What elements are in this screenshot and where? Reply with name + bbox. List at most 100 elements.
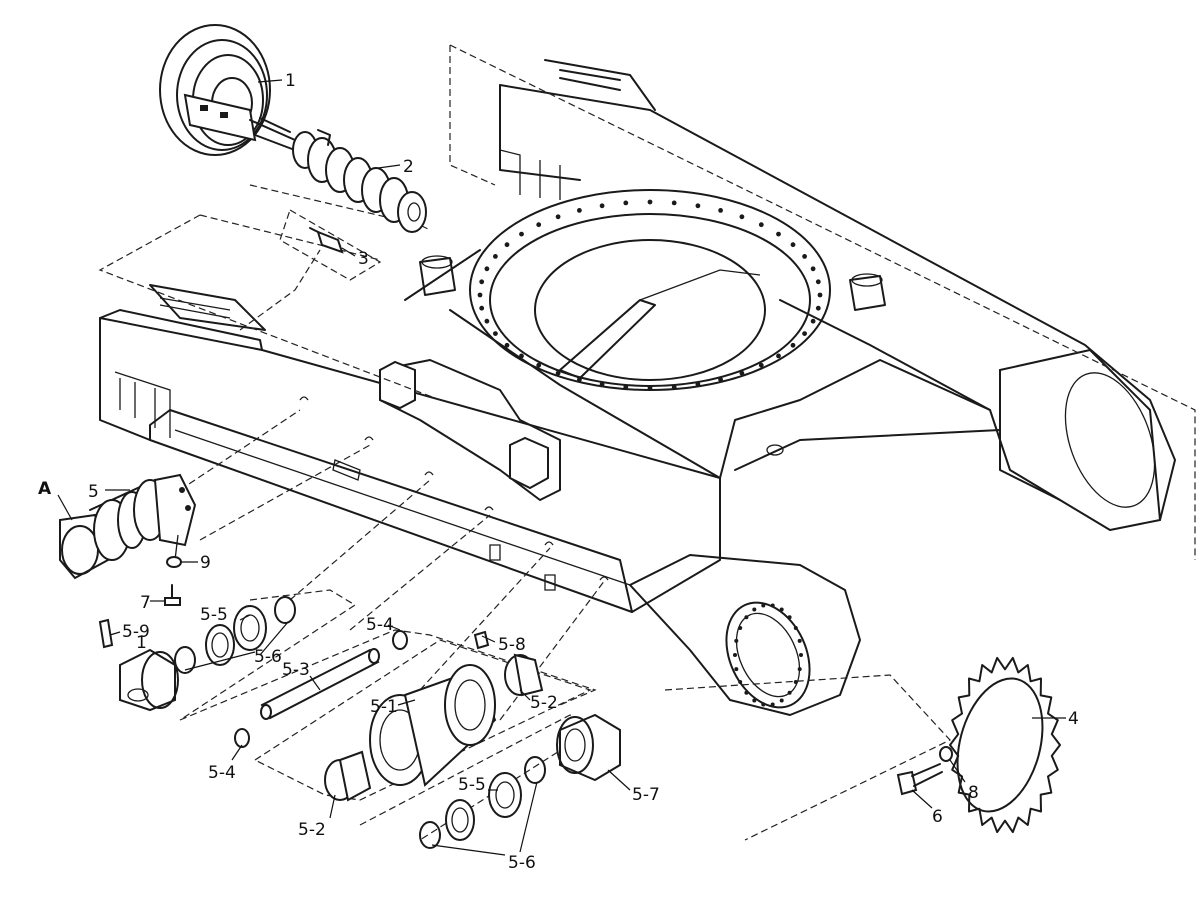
ring-bolt-hole <box>536 362 542 368</box>
ring-bolt-hole <box>479 279 485 285</box>
callout-1: 1 <box>285 71 296 91</box>
callout-7: 7 <box>140 593 151 613</box>
callout-labels: 1 2 3 4 5 6 7 8 9 A 5-1 5-2 5-2 5-3 5-4 … <box>38 71 1079 873</box>
end-block-bolt-hole <box>761 603 766 608</box>
bolt-and-washer-icon <box>896 746 953 796</box>
callout-5-4-left: 5-4 <box>208 763 236 783</box>
exploded-roller-parts <box>119 596 621 849</box>
track-roller-icon <box>59 473 197 580</box>
ring-bolt-hole <box>647 385 653 391</box>
callout-8: 8 <box>968 783 979 803</box>
end-block-bolt-hole <box>734 638 739 643</box>
small-hardware-icon <box>98 556 182 649</box>
ring-bolt-hole <box>599 381 605 387</box>
ring-bolt-hole <box>718 208 723 213</box>
end-block-bolt-hole <box>733 653 737 657</box>
callout-5-1: 5-1 <box>370 697 398 717</box>
ring-bolt-hole <box>519 353 524 359</box>
ring-bolt-hole <box>671 200 677 206</box>
callout-5-2-left: 5-2 <box>298 820 326 840</box>
leader-lines <box>57 79 1066 856</box>
ring-bolt-hole <box>695 381 701 387</box>
end-block-bolt-hole <box>797 638 802 643</box>
end-block-bolt-hole <box>752 698 757 703</box>
callout-5-7: 5-7 <box>632 785 660 805</box>
ring-bolt-hole <box>758 222 764 228</box>
end-block-bolt-hole <box>779 698 784 703</box>
end-block-bolt-hole <box>738 680 743 684</box>
callout-6: 6 <box>932 807 943 827</box>
ring-bolt-hole <box>484 266 490 272</box>
grease-fitting-icon <box>309 227 344 254</box>
callout-5-9: 5-9 <box>122 622 150 642</box>
idler-wheel-icon <box>159 24 301 156</box>
end-block-bolt-hole <box>770 702 775 707</box>
ring-bolt-hole <box>739 370 745 376</box>
ring-bolt-hole <box>479 305 485 311</box>
ring-bolt-hole <box>577 208 582 213</box>
ring-bolt-hole <box>776 231 781 237</box>
callout-3: 3 <box>358 249 369 269</box>
ring-bolt-hole <box>555 214 561 220</box>
ring-bolt-hole <box>810 266 816 272</box>
ring-bolt-hole <box>739 214 745 220</box>
ring-bolt-hole <box>810 318 816 324</box>
ring-bolt-hole <box>536 222 542 228</box>
callout-A: A <box>38 479 52 499</box>
ring-bolt-hole <box>776 353 781 359</box>
ring-bolt-hole <box>504 342 510 348</box>
recoil-spring-icon <box>259 117 427 233</box>
ring-bolt-hole <box>802 331 807 336</box>
ring-bolt-hole <box>817 292 823 298</box>
ring-bolt-hole <box>493 331 498 336</box>
frame-dowel-pins <box>299 396 609 591</box>
callout-5-8: 5-8 <box>498 635 526 655</box>
track-frame-icon <box>99 59 1176 716</box>
end-block-bolt-hole <box>734 667 739 672</box>
end-block-bolt-hole <box>738 626 743 630</box>
ring-bolt-hole <box>599 203 605 209</box>
callout-5-5-bottom: 5-5 <box>458 775 486 795</box>
end-block-bolt-hole <box>779 607 784 612</box>
ring-bolt-hole <box>802 254 807 259</box>
ring-bolt-hole <box>623 200 629 206</box>
ring-bolt-hole <box>477 292 483 298</box>
end-block-bolt-hole <box>744 690 749 695</box>
end-block-bolt-hole <box>770 603 775 608</box>
callout-5-3: 5-3 <box>282 660 310 680</box>
end-block-bolt-hole <box>787 690 792 695</box>
ring-bolt-hole <box>504 242 510 248</box>
ring-bolt-holes <box>477 199 823 707</box>
callout-5-4-top: 5-4 <box>366 615 394 635</box>
callout-4: 4 <box>1068 709 1079 729</box>
callout-2: 2 <box>403 157 414 177</box>
ring-bolt-hole <box>623 384 629 390</box>
ring-bolt-hole <box>493 254 498 259</box>
end-block-bolt-hole <box>787 615 792 620</box>
ring-bolt-hole <box>815 279 821 285</box>
callout-5-5-top: 5-5 <box>200 605 228 625</box>
dashed-guide-lines <box>98 44 1196 841</box>
callout-5-2-right: 5-2 <box>530 693 558 713</box>
ring-bolt-hole <box>577 377 582 382</box>
ring-bolt-hole <box>484 318 490 324</box>
end-block-bolt-hole <box>744 615 749 620</box>
end-block-bolt-hole <box>752 607 757 612</box>
ring-bolt-hole <box>671 384 677 390</box>
ring-bolt-hole <box>790 342 796 348</box>
end-block-bolt-hole <box>797 667 802 672</box>
callout-1-small: 1 <box>136 633 147 653</box>
callout-5-6-bottom: 5-6 <box>508 853 536 873</box>
end-block-bolt-hole <box>793 626 798 630</box>
ring-bolt-hole <box>718 377 723 382</box>
callout-5: 5 <box>88 482 99 502</box>
ring-bolt-hole <box>555 370 561 376</box>
sprocket-icon <box>949 656 1061 834</box>
end-block-bolt-hole <box>799 653 803 657</box>
ring-bolt-hole <box>695 203 701 209</box>
ring-bolt-hole <box>647 199 653 205</box>
callout-5-6-top: 5-6 <box>254 647 282 667</box>
end-block-bolt-hole <box>761 702 766 707</box>
ring-bolt-hole <box>815 305 821 311</box>
